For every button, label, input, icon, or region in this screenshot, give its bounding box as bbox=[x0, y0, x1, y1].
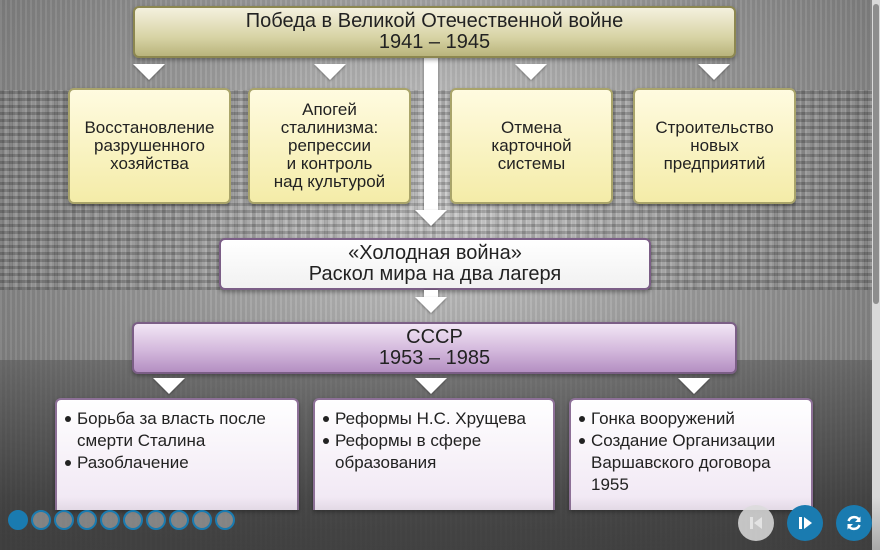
card-stalinism-line-4: и контроль bbox=[286, 154, 373, 173]
step-dot-1[interactable] bbox=[8, 510, 28, 530]
card-ration-line-3: системы bbox=[497, 154, 566, 173]
card-construction: Строительство новых предприятий bbox=[633, 88, 796, 204]
step-dot-7[interactable] bbox=[146, 510, 166, 530]
list-power-struggle: Борьба за власть после смерти Сталина Ра… bbox=[55, 398, 299, 510]
list-item: Создание Организации Варшавского договор… bbox=[575, 430, 807, 496]
list-arms-race: Гонка вооружений Создание Организации Ва… bbox=[569, 398, 813, 510]
step-dot-5[interactable] bbox=[100, 510, 120, 530]
card-ration-abolition: Отмена карточной системы bbox=[450, 88, 613, 204]
card-ration-line-2: карточной bbox=[491, 136, 572, 155]
list-reforms: Реформы Н.С. Хрущева Реформы в сфере обр… bbox=[313, 398, 555, 510]
card-restoration-line-3: хозяйства bbox=[110, 154, 189, 173]
step-dot-8[interactable] bbox=[169, 510, 189, 530]
scrollbar[interactable] bbox=[872, 0, 880, 550]
card-stalinism-line-5: над культурой bbox=[273, 172, 386, 191]
card-restoration: Восстановление разрушенного хозяйства bbox=[68, 88, 231, 204]
play-next-icon bbox=[799, 517, 812, 529]
card-restoration-line-1: Восстановление bbox=[84, 118, 215, 137]
card-construction-line-1: Строительство bbox=[655, 118, 774, 137]
step-dot-2[interactable] bbox=[31, 510, 51, 530]
main-arrow-shaft bbox=[424, 56, 438, 211]
scrollbar-thumb[interactable] bbox=[873, 4, 879, 304]
ussr-title: СССР bbox=[406, 326, 463, 348]
cold-war-title: «Холодная война» bbox=[348, 242, 522, 264]
ussr-years: 1953 – 1985 bbox=[378, 347, 491, 369]
main-arrow-head bbox=[415, 210, 447, 226]
card-construction-line-3: предприятий bbox=[663, 154, 766, 173]
card-stalinism-line-3: репрессии bbox=[287, 136, 372, 155]
cold-war-subtitle: Раскол мира на два лагеря bbox=[308, 263, 562, 285]
card-ration-line-1: Отмена bbox=[501, 118, 562, 137]
arrow-to-ussr bbox=[415, 297, 447, 313]
reload-icon bbox=[847, 515, 861, 531]
step-dot-3[interactable] bbox=[54, 510, 74, 530]
card-stalinism-line-1: Апогей bbox=[302, 100, 357, 119]
reload-button[interactable] bbox=[836, 505, 872, 541]
cold-war-box: «Холодная война» Раскол мира на два лаге… bbox=[219, 238, 651, 290]
victory-box: Победа в Великой Отечественной войне 194… bbox=[133, 6, 736, 58]
card-restoration-line-2: разрушенного bbox=[94, 136, 205, 155]
victory-years: 1941 – 1945 bbox=[378, 31, 491, 53]
victory-title: Победа в Великой Отечественной войне bbox=[245, 10, 624, 32]
arrow-to-list-3 bbox=[678, 378, 710, 394]
step-dot-6[interactable] bbox=[123, 510, 143, 530]
list-item: Реформы Н.С. Хрущева bbox=[319, 408, 547, 430]
step-back-icon bbox=[750, 517, 762, 529]
list-item: Борьба за власть после смерти Сталина bbox=[61, 408, 291, 452]
card-stalinism: Апогей сталинизма: репрессии и контроль … bbox=[248, 88, 411, 204]
arrow-to-card-1 bbox=[133, 64, 165, 80]
arrow-to-card-2 bbox=[314, 64, 346, 80]
arrow-shaft-2 bbox=[424, 290, 438, 298]
next-step-button[interactable] bbox=[787, 505, 823, 541]
arrow-to-card-4 bbox=[698, 64, 730, 80]
step-indicator bbox=[8, 510, 235, 530]
prev-step-button[interactable] bbox=[738, 505, 774, 541]
step-dot-9[interactable] bbox=[192, 510, 212, 530]
arrow-to-list-1 bbox=[153, 378, 185, 394]
card-stalinism-line-2: сталинизма: bbox=[280, 118, 379, 137]
step-dot-10[interactable] bbox=[215, 510, 235, 530]
list-item: Разоблачение bbox=[61, 452, 291, 474]
list-item: Реформы в сфере образования bbox=[319, 430, 547, 474]
arrow-to-card-3 bbox=[515, 64, 547, 80]
list-item: Гонка вооружений bbox=[575, 408, 807, 430]
card-construction-line-2: новых bbox=[690, 136, 739, 155]
step-dot-4[interactable] bbox=[77, 510, 97, 530]
ussr-box: СССР 1953 – 1985 bbox=[132, 322, 737, 374]
arrow-to-list-2 bbox=[415, 378, 447, 394]
